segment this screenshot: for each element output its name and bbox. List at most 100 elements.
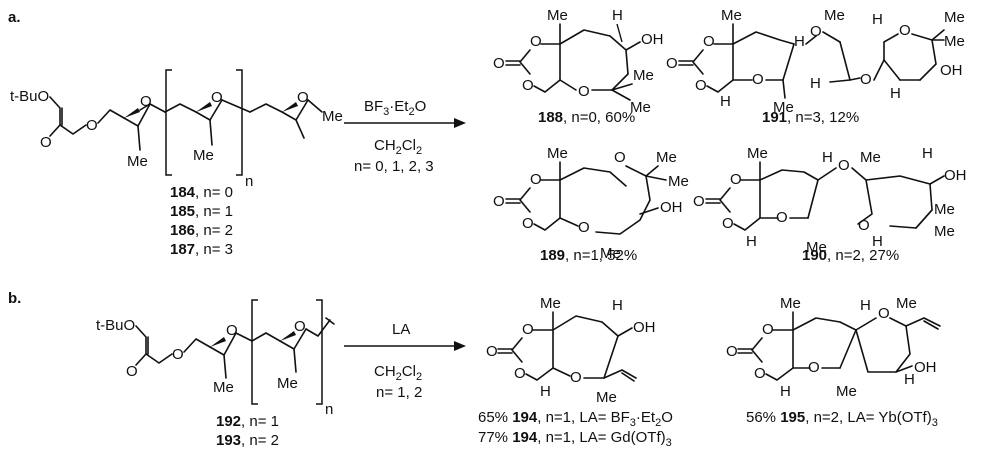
tbuo-label: t-BuO (10, 88, 49, 105)
svg-text:Me: Me (806, 239, 827, 256)
product-189-structure: Me O O O O O Me Me OH Me (493, 145, 689, 262)
svg-text:OH: OH (940, 62, 963, 79)
svg-text:O: O (486, 343, 498, 360)
svg-text:H: H (822, 149, 833, 166)
svg-text:Me: Me (656, 149, 677, 166)
carbonyl-o: O (40, 134, 52, 151)
svg-text:O: O (172, 346, 184, 363)
svg-text:OH: OH (641, 31, 664, 48)
caption-189: 189, n=1, 52% (540, 247, 637, 264)
svg-text:O: O (808, 359, 820, 376)
svg-text:O: O (666, 55, 678, 72)
panel-b-compound-list: 192, n= 1 193, n= 2 (216, 413, 279, 449)
svg-text:O: O (860, 71, 872, 88)
svg-text:O: O (878, 305, 890, 322)
svg-text:O: O (570, 369, 582, 386)
ester-o: O (86, 117, 98, 134)
svg-text:H: H (780, 383, 791, 400)
svg-text:O: O (530, 171, 542, 188)
svg-text:O: O (703, 33, 715, 50)
svg-text:O: O (726, 343, 738, 360)
svg-text:O: O (522, 215, 534, 232)
svg-text:O: O (730, 171, 742, 188)
repeat-n-b: n (325, 401, 333, 418)
methyl-1: Me (127, 153, 148, 170)
svg-text:Me: Me (944, 9, 965, 26)
epoxide-o-3: O (297, 89, 309, 106)
product-190-structure: Me O O O O H Me H Me O O H H OH Me Me (693, 145, 967, 256)
caption-194-a: 65% 194, n=1, LA= BF3·Et2O (478, 409, 673, 429)
caption-191: 191, n=3, 12% (762, 109, 859, 126)
svg-text:OH: OH (660, 199, 683, 216)
svg-text:O: O (294, 318, 306, 335)
svg-text:OH: OH (944, 167, 967, 184)
epoxide-o-2: O (211, 89, 223, 106)
svg-text:H: H (540, 383, 551, 400)
svg-text:Me: Me (547, 7, 568, 24)
svg-text:Me: Me (547, 145, 568, 162)
svg-text:H: H (872, 233, 883, 250)
svg-text:OH: OH (914, 359, 937, 376)
compound-193: 193, n= 2 (216, 432, 279, 449)
panel-a-starting-material: t-BuO O O O Me n O Me O Me (10, 69, 343, 190)
svg-text:Me: Me (596, 389, 617, 406)
condition-reagent-a: BF3·Et2O (364, 98, 426, 118)
product-188-structure: Me O O O O H OH Me Me (493, 7, 664, 116)
svg-text:O: O (899, 22, 911, 39)
svg-text:O: O (754, 365, 766, 382)
svg-text:Me: Me (600, 245, 621, 262)
svg-text:Me: Me (277, 375, 298, 392)
svg-text:O: O (838, 157, 850, 174)
svg-text:O: O (522, 321, 534, 338)
svg-text:O: O (514, 365, 526, 382)
svg-text:O: O (776, 209, 788, 226)
panel-a-label: a. (8, 9, 21, 26)
compound-192: 192, n= 1 (216, 413, 279, 430)
svg-text:O: O (493, 55, 505, 72)
panel-a-reaction-arrow: BF3·Et2O CH2Cl2 n= 0, 1, 2, 3 (344, 98, 466, 175)
caption-188: 188, n=0, 60% (538, 109, 635, 126)
svg-text:H: H (860, 297, 871, 314)
product-194-structure: Me O O O O H Me H OH (486, 295, 656, 406)
svg-text:O: O (614, 149, 626, 166)
svg-text:Me: Me (836, 383, 857, 400)
panel-b-label: b. (8, 290, 21, 307)
svg-text:O: O (722, 215, 734, 232)
product-191-structure: Me O O O O H Me H O Me H O H O Me Me (666, 7, 965, 116)
svg-text:H: H (794, 33, 805, 50)
svg-text:Me: Me (540, 295, 561, 312)
condition-reagent-b: LA (392, 321, 410, 338)
caption-195: 56% 195, n=2, LA= Yb(OTf)3 (746, 409, 938, 429)
svg-text:Me: Me (860, 149, 881, 166)
svg-text:H: H (612, 297, 623, 314)
svg-text:O: O (530, 33, 542, 50)
product-195-structure: Me O O O O H Me H O Me H OH (726, 295, 941, 400)
svg-text:O: O (752, 71, 764, 88)
svg-text:O: O (578, 83, 590, 100)
svg-text:O: O (762, 321, 774, 338)
svg-text:O: O (578, 219, 590, 236)
condition-n-a: n= 0, 1, 2, 3 (354, 158, 434, 175)
svg-text:O: O (493, 193, 505, 210)
condition-solvent-b: CH2Cl2 (374, 363, 422, 383)
svg-text:Me: Me (780, 295, 801, 312)
epoxide-o-1: O (140, 93, 152, 110)
svg-text:O: O (858, 217, 870, 234)
svg-text:O: O (522, 77, 534, 94)
svg-text:O: O (226, 322, 238, 339)
compound-187: 187, n= 3 (170, 241, 233, 258)
svg-text:Me: Me (934, 223, 955, 240)
svg-text:H: H (612, 7, 623, 24)
panel-a-compound-list: 184, n= 0 185, n= 1 186, n= 2 187, n= 3 (170, 184, 233, 258)
svg-text:OH: OH (633, 319, 656, 336)
caption-194-b: 77% 194, n=1, LA= Gd(OTf)3 (478, 429, 672, 449)
condition-solvent-a: CH2Cl2 (374, 137, 422, 157)
svg-text:H: H (720, 93, 731, 110)
svg-text:Me: Me (944, 33, 965, 50)
svg-text:Me: Me (747, 145, 768, 162)
svg-text:H: H (890, 85, 901, 102)
svg-text:Me: Me (633, 67, 654, 84)
methyl-2: Me (193, 147, 214, 164)
compound-185: 185, n= 1 (170, 203, 233, 220)
